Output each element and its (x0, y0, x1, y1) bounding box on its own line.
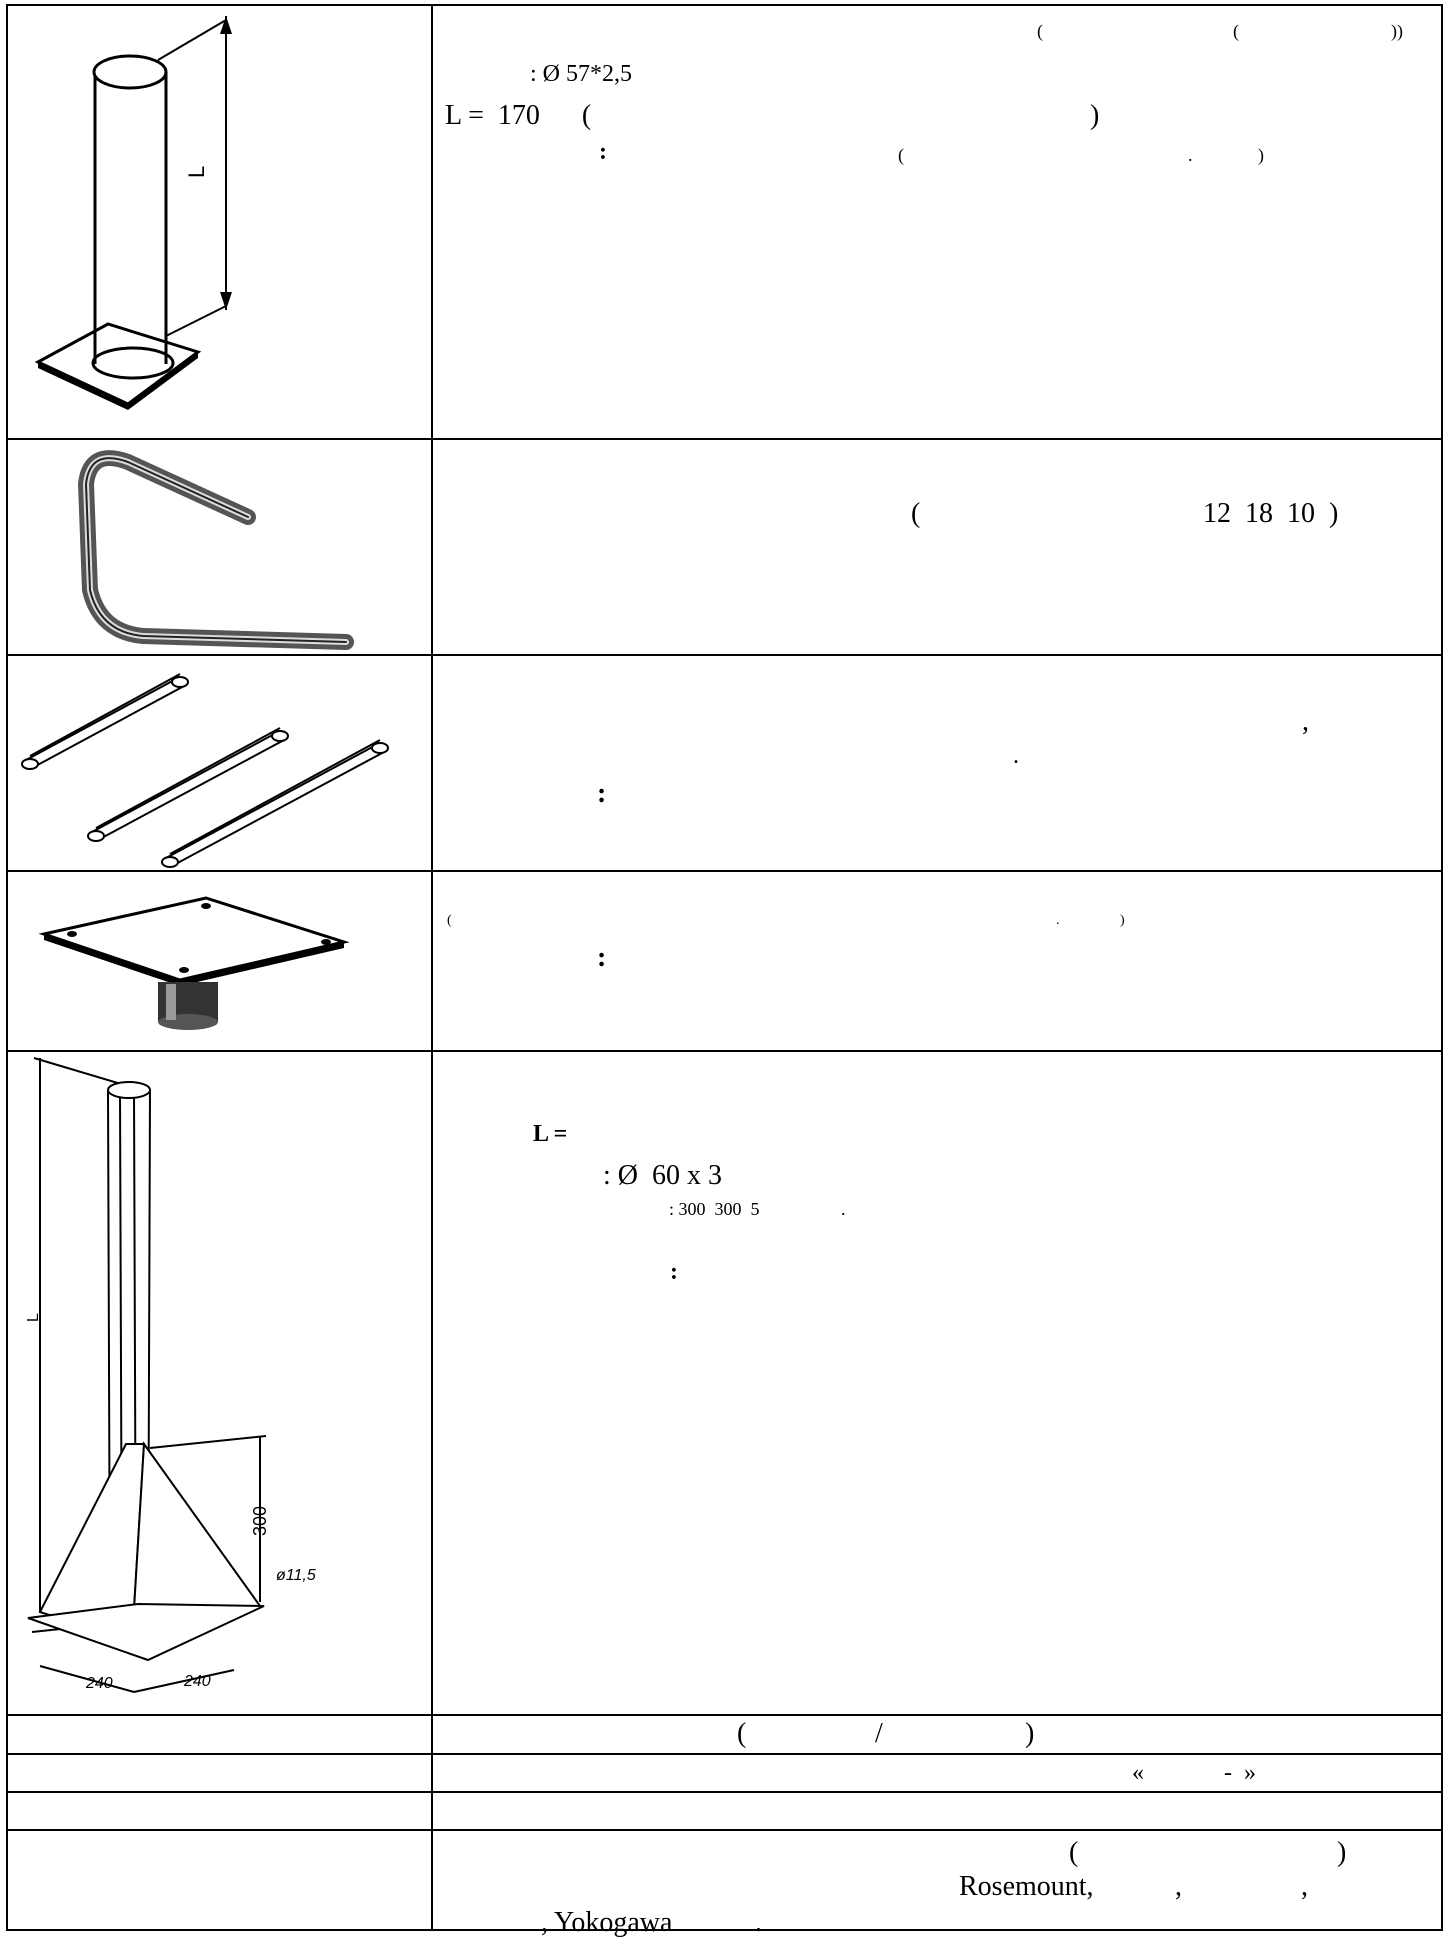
text-line: ) (1120, 913, 1125, 928)
image-cell (6, 870, 433, 1052)
text-line: ( (737, 1718, 747, 1749)
image-cell: L (6, 4, 433, 440)
text-line: ) (1090, 100, 1100, 131)
table-row: , . : (6, 654, 1443, 872)
empty-cell (6, 1829, 433, 1931)
text-line: : (597, 778, 607, 809)
description-cell: ( ) Rosemount, , , , Yokogawa . (431, 1829, 1443, 1937)
text-line: , Yokogawa (541, 1907, 673, 1938)
text-line: )) (1391, 21, 1403, 41)
bent-tube-picture (77, 450, 354, 650)
text-line: / (875, 1718, 883, 1749)
text-line: . (1188, 145, 1193, 165)
text-line: ) (1258, 145, 1264, 165)
text-line: Rosemount, (959, 1871, 1094, 1902)
text-line: L = (533, 1121, 568, 1147)
text-line: , (1302, 706, 1309, 737)
text-line: : 300 300 5 (669, 1199, 760, 1219)
description-cell: ( / ) (431, 1714, 1443, 1755)
pipe-length-label: L (184, 166, 209, 178)
text-line: 12 18 10 ) (1203, 498, 1339, 529)
pipe-stand-drawing: L (34, 16, 232, 410)
description-cell: ( 12 18 10 ) (431, 438, 1443, 656)
table-row: L ( ( )) : Ø 57*2,5 L = 170 ( ) : ( . ) (6, 4, 1443, 440)
empty-cell (6, 1714, 433, 1755)
text-line: « (1132, 1760, 1144, 1786)
width-left-label: 240 (85, 1675, 113, 1692)
table-row (6, 1791, 1443, 1831)
text-line: . (841, 1199, 846, 1219)
table-row: ( . ) : (6, 870, 1443, 1052)
table-row: ( / ) (6, 1714, 1443, 1755)
mounting-plate-drawing (38, 896, 350, 1030)
height-label: L (25, 1313, 42, 1322)
width-right-label: 240 (183, 1673, 211, 1690)
spec-table: L ( ( )) : Ø 57*2,5 L = 170 ( ) : ( . ) (6, 4, 1443, 1937)
image-cell (6, 654, 433, 872)
text-line: : (597, 942, 607, 973)
text-line: . (755, 1907, 762, 1938)
text-line: . (1013, 743, 1019, 769)
text-line: ) (1025, 1718, 1035, 1749)
text-line: ( (911, 498, 921, 529)
image-cell: L 300 ø11,5 240 240 (6, 1050, 433, 1716)
rails-drawing (21, 673, 389, 868)
description-cell: ( ( )) : Ø 57*2,5 L = 170 ( ) : ( . ) (431, 4, 1443, 440)
empty-cell (6, 1791, 433, 1831)
text-line: ( (1233, 21, 1239, 41)
description-cell (431, 1791, 1443, 1831)
text-line: ( (1037, 21, 1043, 41)
text-line: : (599, 139, 607, 165)
text-line: ) (1337, 1837, 1347, 1868)
dimension-300-label: 300 (250, 1506, 270, 1536)
table-row: ( ) Rosemount, , , , Yokogawa . (6, 1829, 1443, 1937)
text-line: : Ø 60 x 3 (603, 1160, 722, 1191)
text-line: L = 170 ( (445, 100, 592, 131)
text-line: , (1175, 1871, 1182, 1902)
table-row: ( 12 18 10 ) (6, 438, 1443, 656)
support-stand-drawing: L 300 ø11,5 240 240 (25, 1057, 316, 1693)
description-cell: ( . ) : (431, 870, 1443, 1052)
table-row: L 300 ø11,5 240 240 L = : Ø 60 x 3 : 300… (6, 1050, 1443, 1716)
text-line: . (1056, 913, 1060, 928)
description-cell: , . : (431, 654, 1443, 872)
text-line: ( (447, 913, 452, 928)
text-line: - » (1224, 1760, 1256, 1786)
text-line: : (670, 1259, 678, 1285)
image-cell (6, 438, 433, 656)
description-cell: « - » (431, 1753, 1443, 1793)
text-line: , (1301, 1871, 1308, 1902)
text-line: ( (1069, 1837, 1079, 1868)
empty-cell (6, 1753, 433, 1793)
description-cell: L = : Ø 60 x 3 : 300 300 5 . : (431, 1050, 1443, 1716)
text-line: : Ø 57*2,5 (530, 61, 632, 87)
text-line: ( (898, 145, 904, 165)
table-row: « - » (6, 1753, 1443, 1793)
hole-diameter-label: ø11,5 (276, 1567, 316, 1584)
